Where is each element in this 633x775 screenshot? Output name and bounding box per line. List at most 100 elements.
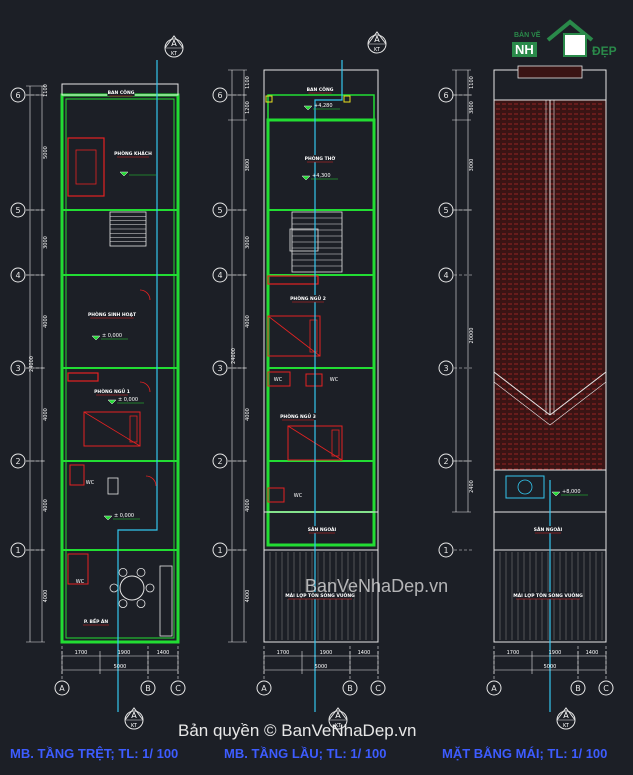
plan1-vdim-label: 1100 [43, 84, 49, 97]
plan2-stair-landing [289, 228, 319, 252]
plan2-section-line [314, 60, 343, 712]
plan1-pillow-icon [129, 415, 138, 443]
plan2-vdim-label: 3000 [245, 236, 251, 249]
plan1-door-swing-icon [145, 475, 157, 487]
plan1-room-label: P. BẾP ĂN [84, 617, 109, 625]
plan1-room-label-bg [80, 618, 112, 625]
plan2-vdim-label: 3800 [245, 159, 251, 172]
plan2-grid-bubble-6 [212, 87, 228, 103]
title-upper-floor: MB. TẦNG LẦU; TL: 1/ 100 [224, 746, 387, 761]
plan1-room-label: PHÒNG SINH HOẠT [88, 311, 137, 318]
plan1-grid-label-4: 4 [15, 271, 20, 280]
plan2-room-label-bg [306, 86, 334, 93]
plan2-col-label-A: A [261, 684, 267, 693]
plan2-section-code: KT [335, 723, 342, 729]
plan1-dim-label: 1700 [75, 650, 88, 656]
logo-line3: ĐẸP [592, 44, 617, 58]
plan2-section-letter: A [335, 711, 341, 720]
plan1-grid-bubble-2 [10, 453, 26, 469]
plan1-chair-icon [118, 568, 128, 577]
plan3-level-value: +8,000 [562, 489, 581, 495]
plan1-room-label-bg [107, 89, 135, 96]
plan1-section-arrow-icon [124, 707, 144, 721]
plan1-room-wc2: WC [76, 579, 85, 585]
plan1-bed-icon [83, 411, 141, 447]
plan3-vdim-label: 1100 [469, 76, 475, 89]
plan2-section-arrow-icon [328, 707, 348, 721]
plan2-vdim-label: 4000 [245, 499, 251, 512]
plan3-water-tank-icon [505, 475, 545, 499]
plan2-dim-total: 5000 [315, 664, 328, 670]
plan2-pillow-icon [309, 319, 318, 353]
plan3-grid-label-3: 3 [443, 364, 448, 373]
plan2-wc-fixture-icon [267, 487, 285, 503]
plan3-room-label: SÂN NGOÀI [534, 526, 563, 533]
plan2-grid-label-1: 1 [217, 546, 222, 555]
plan2-room-label: MÁI LỢP TÔN SÓNG VUÔNG [285, 592, 355, 599]
plan2-col-label-C: C [375, 684, 381, 693]
plan1-table-icon [75, 149, 97, 185]
plan2-bed-line [267, 315, 321, 357]
plan1-section-code: KT [131, 723, 138, 729]
plan2-balcony-wall [267, 94, 375, 121]
plan2-vdim-label: 4000 [245, 590, 251, 603]
plan1-level-value: ± 0,000 [102, 333, 122, 339]
plan2-col-bubble-C [370, 680, 386, 696]
plan2-wc-fixture-icon [305, 373, 323, 387]
plan1-level-icon [107, 399, 117, 405]
plan3-grid-bubble-1 [438, 542, 454, 558]
plan1-dim-label: 1900 [118, 650, 131, 656]
plan3-col-bubble-C [598, 680, 614, 696]
plan2-outer-wall [266, 118, 376, 547]
plan2-vdim-label: 4000 [245, 408, 251, 421]
plan1-chair-icon [145, 583, 155, 593]
plan1-col-label-C: C [175, 684, 181, 693]
plan1-room-label: BAN CÔNG [108, 89, 135, 96]
plan2-col-label-B: B [347, 684, 353, 693]
plan1-chair-icon [109, 583, 119, 593]
plan1-bed-line [83, 411, 141, 447]
plan1-room-label: PHÒNG NGỦ 1 [94, 387, 130, 395]
plan2-level-value: +4,280 [314, 103, 333, 109]
plan1-col-bubble-C [170, 680, 186, 696]
plan1-vdim-total: 24000 [29, 356, 35, 372]
logo-line2: NH [512, 42, 537, 57]
plan2-section-arrow-icon [367, 31, 387, 45]
plan3-grid-bubble-3 [438, 360, 454, 376]
plan2-room-label: PHÒNG THỜ [305, 155, 336, 162]
plan2-grid-label-5: 5 [217, 206, 222, 215]
plan3-grid-bubble-4 [438, 267, 454, 283]
plan2-vdim-label: 1100 [245, 76, 251, 89]
plan1-room-label-bg [94, 388, 130, 395]
plan3-hip-line [493, 381, 551, 426]
plan2-wc-fixture-icon [267, 371, 291, 387]
plan3-vdim-label: 3000 [469, 159, 475, 172]
plan3-hip-line [493, 371, 551, 416]
title-ground-floor: MB. TẦNG TRỆT; TL: 1/ 100 [10, 746, 179, 761]
plan2-room-label: PHÒNG NGỦ 3 [280, 412, 316, 420]
plan1-dim-label: 1400 [157, 650, 170, 656]
plan2-grid-label-3: 3 [217, 364, 222, 373]
plan2-window-icon [267, 275, 319, 285]
plan1-chair-icon [136, 568, 146, 577]
plan2-vdim-total: 24000 [231, 348, 237, 364]
plan2-roof-outline [263, 69, 379, 551]
plan1-dining-table-icon [119, 575, 145, 601]
plan2-level-icon [301, 175, 311, 181]
plan2-room-label-bg [286, 592, 354, 599]
plan1-grid-label-1: 1 [15, 546, 20, 555]
plan2-room-label: BAN CÔNG [307, 86, 334, 93]
plan2-level-value: +4,300 [312, 173, 331, 179]
plan2-room-wc3: WC [294, 493, 303, 499]
plan1-level-value: ± 0,000 [114, 513, 134, 519]
plan2-dim-label: 1400 [358, 650, 371, 656]
plan3-section-letter: A [563, 711, 569, 720]
plan3-level-icon [551, 491, 561, 497]
plan1-level-icon [91, 335, 101, 341]
plan1-room-wc1: WC [86, 480, 95, 486]
plan3-grid-label-5: 5 [443, 206, 448, 215]
plan2-grid-label-2: 2 [217, 457, 222, 466]
plan3-dim-label: 1900 [549, 650, 562, 656]
plan2-room-label-bg [306, 526, 338, 533]
plan1-col-bubble-B [140, 680, 156, 696]
